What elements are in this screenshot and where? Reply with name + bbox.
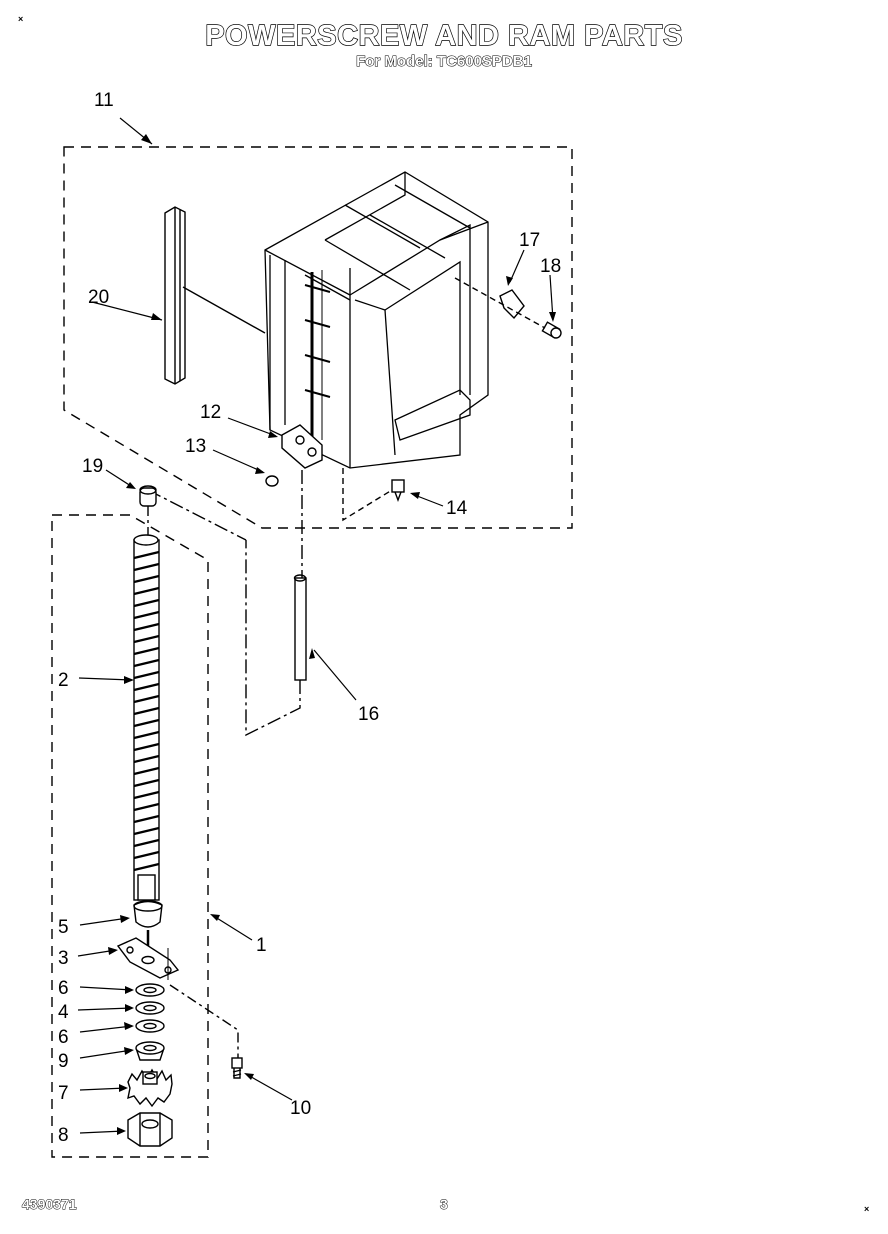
page-number: 3 [440, 1196, 449, 1213]
part-17-bracket [499, 289, 525, 320]
callout-7: 7 [58, 1083, 69, 1104]
part-20-strip [164, 206, 186, 385]
callout-19: 19 [82, 456, 103, 477]
callout-16: 16 [358, 704, 379, 725]
callout-12: 12 [200, 402, 221, 423]
callout-6-upper: 6 [58, 978, 69, 999]
powerscrew-assembly-boundary [51, 514, 209, 1158]
part-12-bracket [281, 424, 323, 469]
part-7-sprocket [127, 1068, 173, 1108]
part-5-bearing [133, 900, 163, 928]
callout-4: 4 [58, 1002, 69, 1023]
callout-5: 5 [58, 917, 69, 938]
callout-18: 18 [540, 256, 561, 277]
callout-1: 1 [256, 935, 267, 956]
model-subtitle: For Model: TC600SPDB1 [356, 53, 533, 71]
leader-20-link [182, 286, 266, 334]
part-10-screw [231, 1057, 243, 1079]
part-4-washer [135, 1001, 165, 1015]
part-8-nut [127, 1112, 173, 1147]
part-14-screw [391, 479, 405, 502]
part-9-bushing [135, 1041, 165, 1061]
part-18-screw [541, 321, 562, 339]
callout-11: 11 [94, 90, 114, 111]
part-13-clip [265, 475, 279, 487]
part-6-washer-upper [135, 983, 165, 997]
callout-10: 10 [290, 1098, 311, 1119]
callout-17: 17 [519, 230, 540, 251]
ram-body [264, 171, 489, 469]
arrowheads [108, 134, 556, 1135]
callout-3: 3 [58, 948, 69, 969]
document-number: 4390371 [22, 1196, 77, 1213]
ram-assembly-boundary [63, 146, 573, 529]
part-16-rod [293, 574, 307, 681]
callout-14: 14 [446, 498, 468, 519]
part-6-washer-lower [135, 1019, 165, 1033]
callout-6-lower: 6 [58, 1027, 69, 1048]
page-title: POWERSCREW AND RAM PARTS [204, 19, 683, 52]
callout-20: 20 [88, 287, 109, 308]
part-2-powerscrew [133, 534, 160, 901]
callout-2: 2 [58, 670, 69, 691]
corner-mark-top-left: × [18, 14, 24, 24]
part-19-cap [139, 485, 157, 507]
callout-13: 13 [185, 436, 206, 457]
callout-9: 9 [58, 1051, 69, 1072]
corner-mark-bottom-right: × [864, 1204, 870, 1214]
callout-8: 8 [58, 1125, 69, 1146]
